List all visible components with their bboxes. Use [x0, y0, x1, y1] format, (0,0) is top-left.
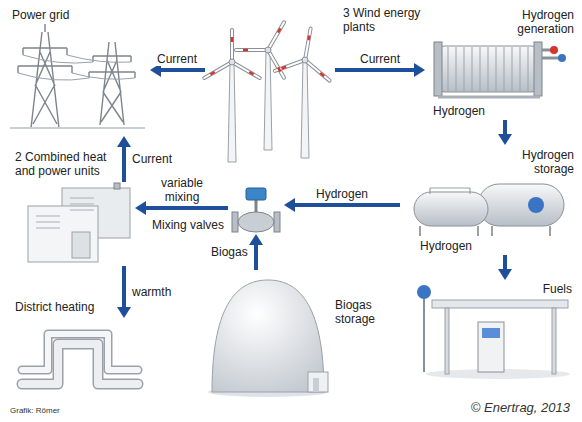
- chp-unit: [28, 183, 130, 262]
- flow-arrow: [117, 136, 131, 182]
- flow-arrow: [117, 266, 131, 318]
- arrow-shaft: [335, 68, 415, 72]
- arrow-shaft: [503, 255, 507, 270]
- node-label: District heating: [15, 300, 94, 314]
- node-label: Hydrogen: [420, 239, 472, 253]
- node-label: Power grid: [12, 8, 69, 22]
- illustrated-node: Hydrogen generationHydrogen: [425, 6, 576, 120]
- edge-label: Biogas: [209, 245, 250, 259]
- fuel-station: [417, 285, 570, 379]
- arrow-shaft: [294, 203, 400, 207]
- edge-label: warmth: [130, 285, 173, 299]
- illustrated-node: 2 Combined heat and power units: [25, 182, 135, 266]
- arrow-head: [135, 201, 146, 215]
- edge-label: Current: [130, 152, 174, 166]
- arrow-shaft: [145, 206, 228, 210]
- node-label: Hydrogen: [433, 104, 485, 118]
- arrow-head: [117, 136, 131, 147]
- arrow-shaft: [503, 120, 507, 135]
- pylon: [10, 24, 145, 128]
- wind-turbine: [204, 22, 329, 162]
- illustrated-node: Power grid: [8, 6, 150, 136]
- node-label: Biogas storage: [335, 298, 397, 326]
- arrow-shaft: [122, 146, 126, 182]
- edge-label: Current: [155, 52, 199, 66]
- arrow-shaft: [160, 68, 205, 72]
- illustrated-node: Mixing valves: [228, 186, 284, 234]
- node-label: Hydrogen storage: [512, 148, 574, 176]
- mixing-valve: [232, 188, 280, 232]
- node-label: Fuels: [543, 282, 572, 296]
- illustrated-node: Fuels: [415, 280, 576, 382]
- illustrated-node: District heating: [15, 318, 145, 398]
- biogas-dome: [208, 280, 328, 397]
- illustrated-node: Hydrogen storageHydrogen: [400, 145, 576, 255]
- flow-arrow: [498, 255, 512, 280]
- arrow-head: [249, 234, 263, 245]
- credit-note: © Enertrag, 2013: [471, 400, 570, 415]
- illustrated-node: Biogas storage: [205, 270, 330, 398]
- node-label: 2 Combined heat and power units: [15, 150, 115, 178]
- node-label: Hydrogen generation: [502, 8, 574, 36]
- arrow-head: [117, 307, 131, 318]
- arrow-shaft: [254, 244, 258, 270]
- flow-arrow: [249, 234, 263, 270]
- node-label: Mixing valves: [152, 218, 224, 232]
- edge-label: Hydrogen: [314, 187, 370, 201]
- arrow-head: [498, 269, 512, 280]
- heating-pipes: [22, 334, 138, 384]
- electrolyser: [434, 42, 566, 97]
- arrow-head: [284, 198, 295, 212]
- arrow-shaft: [122, 266, 126, 308]
- arrow-head: [414, 63, 425, 77]
- arrow-head: [498, 134, 512, 145]
- credit-note: Grafik: Römer: [10, 406, 60, 416]
- edge-label: Current: [358, 52, 402, 66]
- edge-label: variable mixing: [149, 176, 215, 204]
- hydrogen-tank: [414, 184, 564, 236]
- illustrated-node: 3 Wind energy plants: [205, 6, 335, 166]
- flow-arrow: [498, 120, 512, 145]
- node-label: 3 Wind energy plants: [343, 6, 423, 34]
